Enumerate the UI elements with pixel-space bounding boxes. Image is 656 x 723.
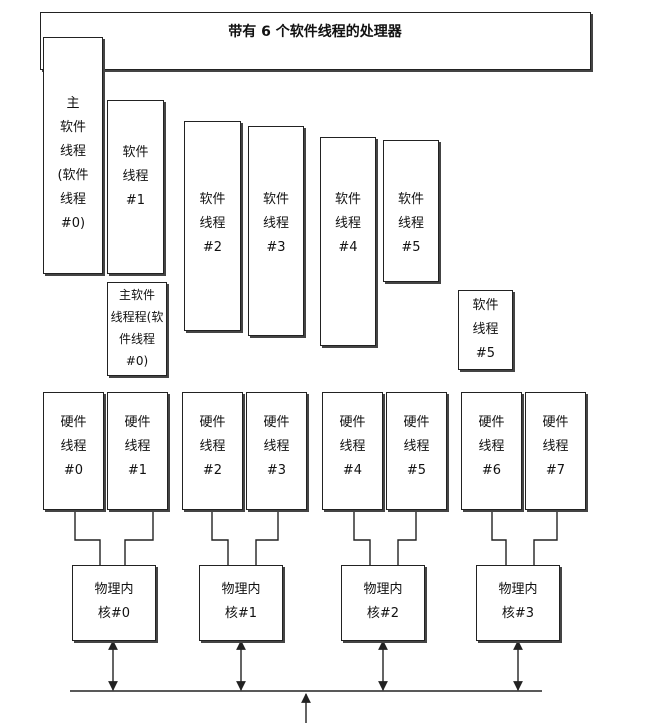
hardware-thread-0-label: 硬件 线程 #0 [60, 415, 87, 478]
hardware-thread-3-label: 硬件 线程 #3 [263, 415, 290, 478]
core-2-link [353, 510, 417, 565]
hardware-thread-5 [386, 392, 447, 510]
software-thread-1 [107, 100, 164, 274]
software-thread-4 [320, 137, 376, 346]
core-1-link [211, 510, 279, 565]
processor-banner [40, 12, 591, 70]
physical-core-3-label: 物理内 核#3 [498, 582, 538, 621]
hardware-thread-7-label: 硬件 线程 #7 [542, 415, 569, 478]
hardware-thread-4-label: 硬件 线程 #4 [339, 415, 366, 478]
hardware-thread-1-label: 硬件 线程 #1 [124, 415, 151, 478]
software-thread-5-label: 软件 线程 #5 [397, 192, 424, 255]
physical-core-2-label: 物理内 核#2 [363, 582, 403, 621]
software-thread-5 [383, 140, 439, 282]
software-thread-main-0 [43, 37, 103, 274]
software-thread-4-label: 软件 线程 #4 [334, 192, 361, 255]
hardware-thread-6 [461, 392, 522, 510]
physical-core-3 [476, 565, 560, 641]
physical-core-1-label: 物理内 核#1 [221, 582, 261, 621]
hardware-thread-2 [182, 392, 243, 510]
core-3-link [491, 510, 558, 565]
physical-core-2 [341, 565, 425, 641]
hardware-thread-2-label: 硬件 线程 #2 [199, 415, 226, 478]
software-thread-3-label: 软件 线程 #3 [262, 192, 289, 255]
hardware-thread-0 [43, 392, 104, 510]
software-thread-main-0-lower-label: 主软件 线程程(软 件线程 #0) [110, 288, 164, 368]
hardware-thread-7 [525, 392, 586, 510]
processor-title: 带有 6 个软件线程的处理器 [228, 24, 402, 40]
software-thread-5-lower [458, 290, 513, 370]
hardware-thread-4 [322, 392, 383, 510]
physical-core-0 [72, 565, 156, 641]
hardware-thread-6-label: 硬件 线程 #6 [478, 415, 505, 478]
hardware-thread-1 [107, 392, 168, 510]
physical-core-0-label: 物理内 核#0 [94, 582, 134, 621]
physical-core-1 [199, 565, 283, 641]
core-0-link [74, 510, 154, 565]
software-thread-main-0-lower [107, 282, 167, 376]
software-thread-3 [248, 126, 304, 336]
software-thread-2-label: 软件 线程 #2 [199, 192, 226, 255]
software-thread-5-lower-label: 软件 线程 #5 [472, 298, 499, 361]
hardware-thread-5-label: 硬件 线程 #5 [403, 415, 430, 478]
hardware-thread-3 [246, 392, 307, 510]
software-thread-main-0-label: 主 软件 线程 (软件 线程 #0) [57, 96, 89, 231]
software-thread-2 [184, 121, 241, 331]
software-thread-1-label: 软件 线程 #1 [122, 145, 149, 208]
